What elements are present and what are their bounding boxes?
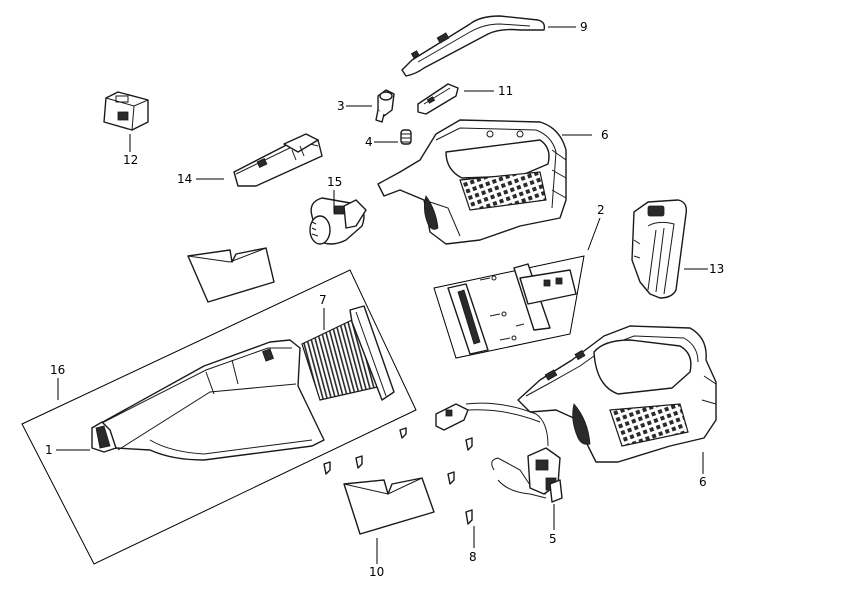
- part-release-button: [417, 83, 459, 115]
- part-spring: [400, 129, 412, 145]
- callout-5: 5: [549, 532, 557, 546]
- part-battery: [233, 133, 323, 187]
- part-rear-housing-upper: [377, 119, 567, 245]
- callout-9: 9: [580, 20, 588, 34]
- callout-10: 10: [369, 565, 384, 579]
- callout-8: 8: [469, 550, 477, 564]
- part-dust-bowl-group: [21, 247, 473, 565]
- callout-6-lower: 6: [699, 475, 707, 489]
- part-handle-top: [401, 15, 546, 77]
- callout-7: 7: [319, 293, 327, 307]
- part-switch-bracket-group: [433, 255, 585, 359]
- part-main-housing-lower: [517, 325, 717, 463]
- part-clip: [103, 91, 149, 131]
- part-screw: [465, 509, 473, 525]
- callout-2: 2: [597, 203, 605, 217]
- callout-16: 16: [50, 363, 65, 377]
- callout-15: 15: [327, 175, 342, 189]
- part-motor-cap: [309, 197, 367, 245]
- callout-13: 13: [709, 262, 724, 276]
- callout-4: 4: [365, 135, 373, 149]
- screw-group: [323, 427, 473, 485]
- callout-6-upper: 6: [601, 128, 609, 142]
- callout-12: 12: [123, 153, 138, 167]
- callout-14: 14: [177, 172, 192, 186]
- part-flap-lower: [343, 477, 435, 535]
- part-latch: [375, 89, 395, 123]
- callout-labels: 9 3 4 11 6 12 14 15 2 13 7 16 1 6 5 8 10: [45, 20, 724, 579]
- callout-3: 3: [337, 99, 345, 113]
- part-switch-harness: [435, 402, 563, 503]
- callout-1: 1: [45, 443, 53, 457]
- leader-lines: [56, 26, 708, 564]
- callout-11: 11: [498, 84, 513, 98]
- part-battery-pack: [631, 199, 688, 299]
